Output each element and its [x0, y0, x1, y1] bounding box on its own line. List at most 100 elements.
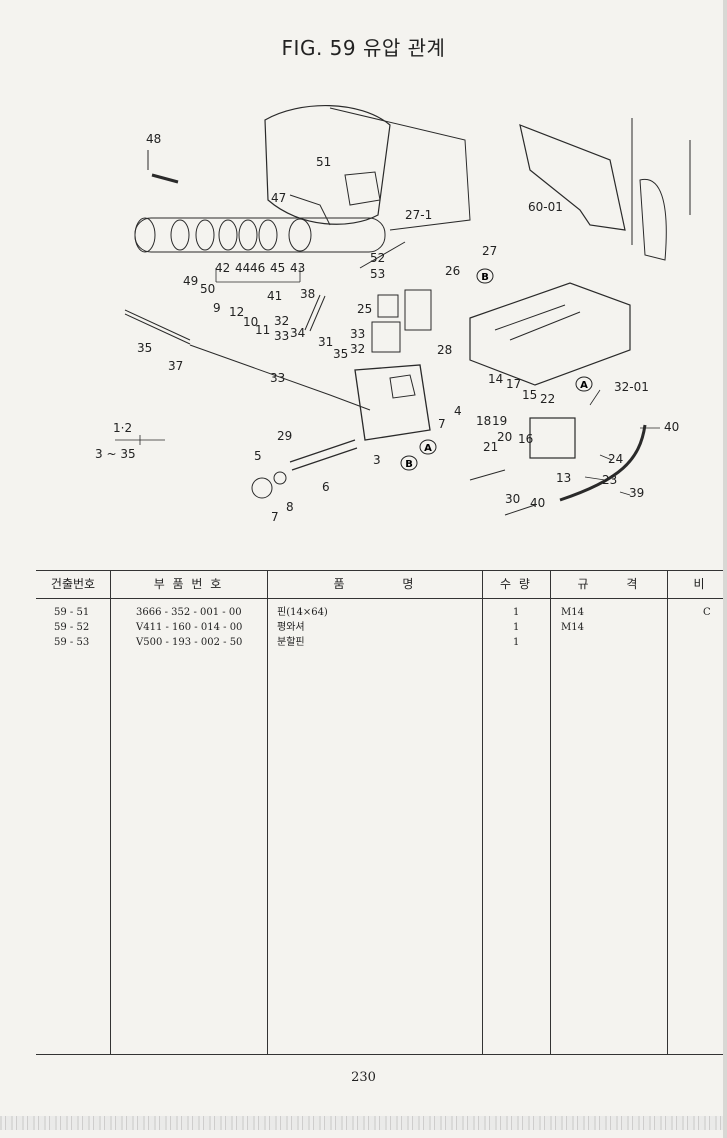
marker-mB2: B	[400, 455, 418, 471]
svg-text:B: B	[405, 459, 413, 470]
cell-qty: 1	[513, 622, 520, 633]
callout-42: 42	[215, 261, 230, 275]
callout-53: 53	[370, 267, 385, 281]
callout-5: 5	[254, 449, 262, 463]
scan-edge-artifact	[0, 1116, 727, 1130]
callout-14: 14	[488, 372, 503, 386]
callout-38: 38	[300, 287, 315, 301]
callout-33a: 33	[274, 329, 289, 343]
connecting-rod	[289, 439, 358, 471]
callout-20: 20	[497, 430, 512, 444]
callout-7a: 7	[438, 417, 446, 431]
svg-text:A: A	[424, 443, 432, 454]
callout-12: 12	[229, 305, 244, 319]
callout-44: 44	[235, 261, 250, 275]
callout-40a: 40	[664, 420, 679, 434]
callout-34: 34	[290, 326, 305, 340]
group-label-bottom: 3 ~ 35	[95, 447, 136, 461]
callout-33c: 33	[270, 371, 285, 385]
callout-35a: 35	[137, 341, 152, 355]
callout-22: 22	[540, 392, 555, 406]
callout-37: 37	[168, 359, 183, 373]
callout-35b: 35	[333, 347, 348, 361]
callout-51: 51	[316, 155, 331, 169]
header-spec: 규 격	[577, 577, 640, 591]
callout-10: 10	[243, 315, 258, 329]
callout-24: 24	[608, 452, 623, 466]
callout-26: 26	[445, 264, 460, 278]
callout-33b: 33	[350, 327, 365, 341]
callout-27-1: 27-1	[405, 208, 432, 222]
lift-cylinder	[134, 217, 386, 253]
side-panel	[519, 124, 626, 231]
callout-50: 50	[200, 282, 215, 296]
svg-text:A: A	[580, 380, 588, 391]
table-row: 59 - 51 3666 - 352 - 001 - 00 핀(14×64) 1…	[36, 605, 727, 620]
table-row: 59 - 53 V500 - 193 - 002 - 50 분할핀 1	[36, 635, 727, 650]
callout-27: 27	[482, 244, 497, 258]
callout-17: 17	[506, 377, 521, 391]
callout-45: 45	[270, 261, 285, 275]
header-remarks: 비 고	[693, 577, 727, 591]
cell-name: 분할핀	[277, 637, 305, 648]
callout-32-01: 32-01	[614, 380, 649, 394]
callout-31: 31	[318, 335, 333, 349]
callout-46: 46	[250, 261, 265, 275]
callout-60-01: 60-01	[528, 200, 563, 214]
support-block	[469, 282, 631, 386]
header-part-name: 품 명	[333, 577, 416, 591]
callout-11: 11	[255, 323, 270, 337]
callout-40b: 40	[530, 496, 545, 510]
cell-name: 핀(14×64)	[277, 607, 328, 618]
cell-ref: 59 - 53	[54, 637, 90, 648]
figure-title: FIG. 59 유압 관계	[281, 36, 446, 60]
cell-ref: 59 - 52	[54, 622, 90, 633]
callout-28: 28	[437, 343, 452, 357]
callout-23: 23	[602, 473, 617, 487]
cell-qty: 1	[513, 637, 520, 648]
cell-qty: 1	[513, 607, 520, 618]
callout-7b: 7	[271, 510, 279, 524]
header-ref-no: 건출번호	[50, 577, 96, 591]
cell-part-no: 3666 - 352 - 001 - 00	[136, 607, 242, 618]
hydraulic-hose	[559, 424, 647, 502]
callout-4: 4	[454, 404, 462, 418]
callout-39: 39	[629, 486, 644, 500]
parts-table: 건출번호 부 품 번 호 품 명 수 량 규 격 비 고 59 - 51 366…	[36, 570, 727, 1055]
callout-13: 13	[556, 471, 571, 485]
callout-52: 52	[370, 251, 385, 265]
callout-29: 29	[277, 429, 292, 443]
callout-18: 18	[476, 414, 491, 428]
cover-arc	[264, 105, 391, 225]
marker-mB1: B	[476, 268, 494, 284]
header-part-no: 부 품 번 호	[153, 577, 224, 591]
callout-43: 43	[290, 261, 305, 275]
cell-ref: 59 - 51	[54, 607, 90, 618]
callout-47: 47	[271, 191, 286, 205]
table-row: 59 - 52 V411 - 160 - 014 - 00 평와셔 1 M14	[36, 620, 727, 635]
callout-19: 19	[492, 414, 507, 428]
callout-25: 25	[357, 302, 372, 316]
cell-part-no: V411 - 160 - 014 - 00	[136, 622, 243, 633]
callout-8: 8	[286, 500, 294, 514]
callout-48: 48	[146, 132, 161, 146]
callout-30: 30	[505, 492, 520, 506]
callout-21: 21	[483, 440, 498, 454]
marker-mA1: A	[575, 376, 593, 392]
callout-32b: 32	[350, 342, 365, 356]
header-qty: 수 량	[500, 577, 532, 591]
cell-name: 평와셔	[277, 622, 305, 633]
cell-spec: M14	[561, 622, 584, 633]
callout-32a: 32	[274, 314, 289, 328]
callout-3: 3	[373, 453, 381, 467]
callout-16: 16	[518, 432, 533, 446]
callout-15: 15	[522, 388, 537, 402]
svg-text:B: B	[481, 272, 489, 283]
cell-note: C	[703, 607, 711, 618]
cell-part-no: V500 - 193 - 002 - 50	[136, 637, 243, 648]
callout-49: 49	[183, 274, 198, 288]
callout-6: 6	[322, 480, 330, 494]
